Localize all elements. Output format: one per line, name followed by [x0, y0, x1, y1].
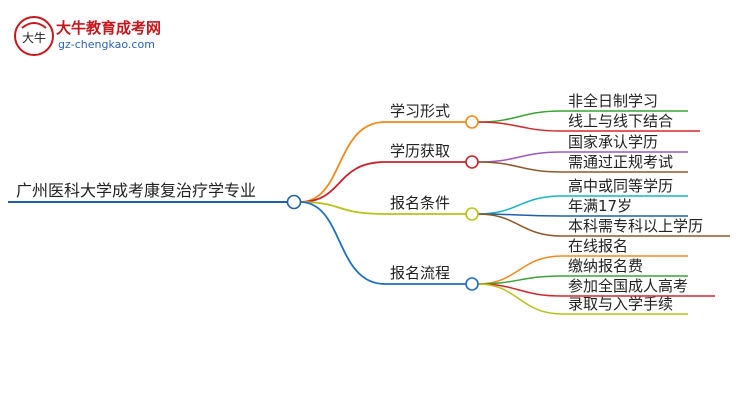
branch-label: 报名条件 — [390, 194, 450, 212]
root-node-label: 广州医科大学成考康复治疗学专业 — [16, 181, 256, 200]
leaf-label: 录取与入学手续 — [568, 295, 673, 313]
leaf-label: 线上与线下结合 — [568, 112, 673, 130]
leaf-label: 高中或同等学历 — [568, 177, 673, 195]
branch-label: 报名流程 — [390, 264, 450, 282]
leaf-edge — [477, 161, 688, 173]
branch-label: 学历获取 — [390, 142, 450, 160]
logo-ring — [14, 16, 54, 56]
leaf-edge — [477, 283, 688, 315]
leaf-edge — [477, 110, 688, 123]
branch-connector — [465, 207, 479, 221]
branch-edge — [299, 161, 466, 203]
leaf-label: 年满17岁 — [568, 197, 632, 215]
logo-url: gz-chengkao.com — [58, 38, 155, 51]
logo-mark: 大牛 — [14, 16, 54, 56]
mindmap-edges — [8, 110, 730, 315]
branch-edge — [299, 121, 466, 203]
leaf-edge — [477, 195, 688, 215]
leaf-label: 参加全国成人高考 — [568, 277, 688, 295]
branch-connector — [465, 115, 479, 129]
leaf-label: 需通过正规考试 — [568, 153, 673, 171]
leaf-edge — [477, 151, 688, 163]
leaf-edge — [477, 121, 700, 132]
branch-edge — [299, 201, 466, 285]
leaf-label: 缴纳报名费 — [568, 257, 643, 275]
logo-mark-text: 大牛 — [22, 30, 46, 45]
site-logo[interactable]: 大牛 大牛教育成考网 gz-chengkao.com — [12, 14, 172, 58]
branch-edge — [299, 201, 466, 215]
branch-connector — [465, 155, 479, 169]
leaf-label: 在线报名 — [568, 237, 628, 255]
branch-connector — [465, 277, 479, 291]
leaf-label: 国家承认学历 — [568, 133, 658, 151]
root-node-connector — [286, 194, 302, 210]
leaf-label: 本科需专科以上学历 — [568, 217, 703, 235]
leaf-edge — [477, 255, 688, 285]
branch-label: 学习形式 — [390, 102, 450, 120]
leaf-edge — [477, 275, 688, 285]
leaf-edge — [477, 213, 730, 237]
logo-horn — [21, 22, 47, 29]
leaf-label: 非全日制学习 — [568, 92, 658, 110]
logo-title: 大牛教育成考网 — [56, 19, 162, 37]
